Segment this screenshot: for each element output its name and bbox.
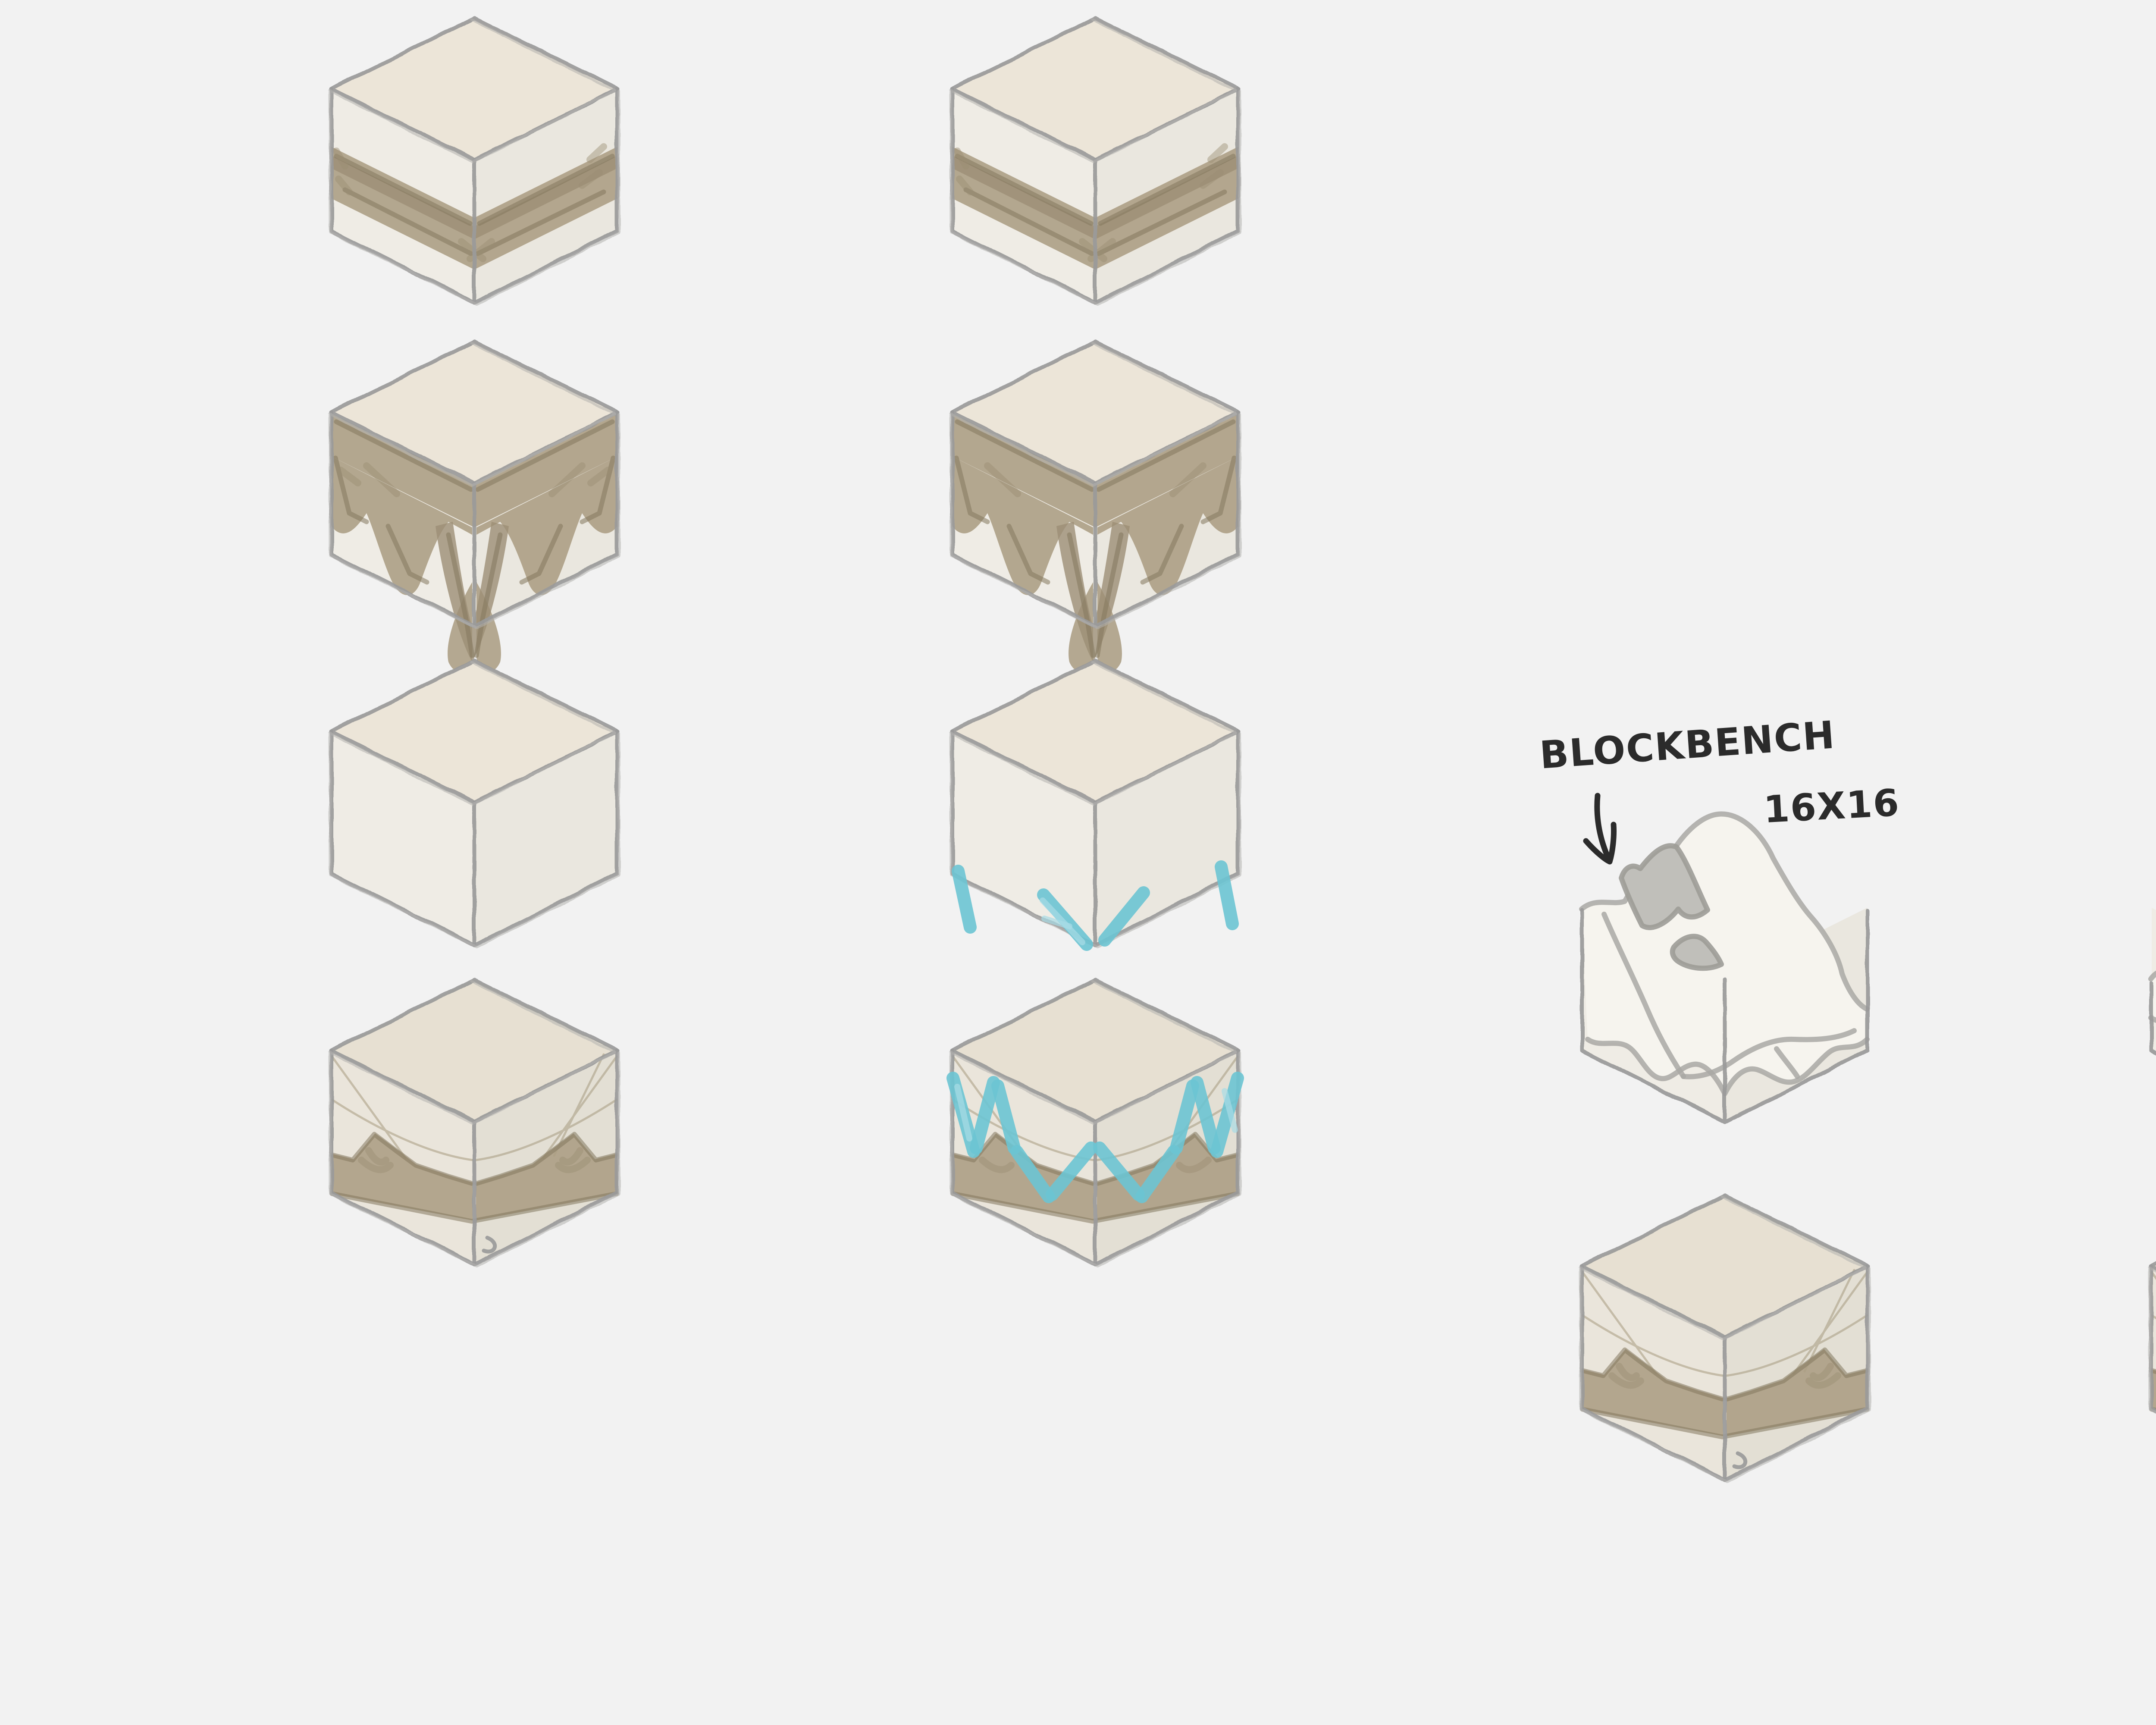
block-c2-ridge-cyan[interactable]: [946, 979, 1244, 1266]
block-column-2[interactable]: [946, 17, 1244, 1266]
block-c4-ridge-peaks[interactable]: [2149, 1195, 2156, 1482]
down-arrow-icon: [1583, 793, 1617, 865]
rock-patch-flag: [1619, 843, 1710, 930]
block-column-1[interactable]: [329, 17, 619, 1266]
block-c1-ridge-peaks[interactable]: [329, 979, 619, 1266]
block-column-3[interactable]: [1579, 811, 1870, 1482]
cyan-zigzag-lower: [946, 1072, 1244, 1203]
block-column-4[interactable]: [2149, 865, 2156, 1482]
block-c1-band-stripe[interactable]: [329, 17, 619, 304]
block-c3-ridge-peaks[interactable]: [1580, 1195, 1870, 1482]
block-c4-snow-cap[interactable]: [2148, 865, 2156, 1122]
block-c1-drip-icicle[interactable]: [329, 341, 619, 672]
block-c1-plain[interactable]: [329, 660, 619, 947]
rock-patch-triangle: [1670, 934, 1724, 971]
cyan-zigzag-upper: [952, 860, 1239, 951]
block-c2-drip-icicle[interactable]: [950, 341, 1240, 672]
block-c2-plain-cyan[interactable]: [950, 660, 1240, 951]
block-c2-band-stripe[interactable]: [950, 17, 1240, 304]
block-c3-snow-cap[interactable]: [1579, 811, 1870, 1124]
size-label: 16X16: [1762, 781, 1901, 832]
